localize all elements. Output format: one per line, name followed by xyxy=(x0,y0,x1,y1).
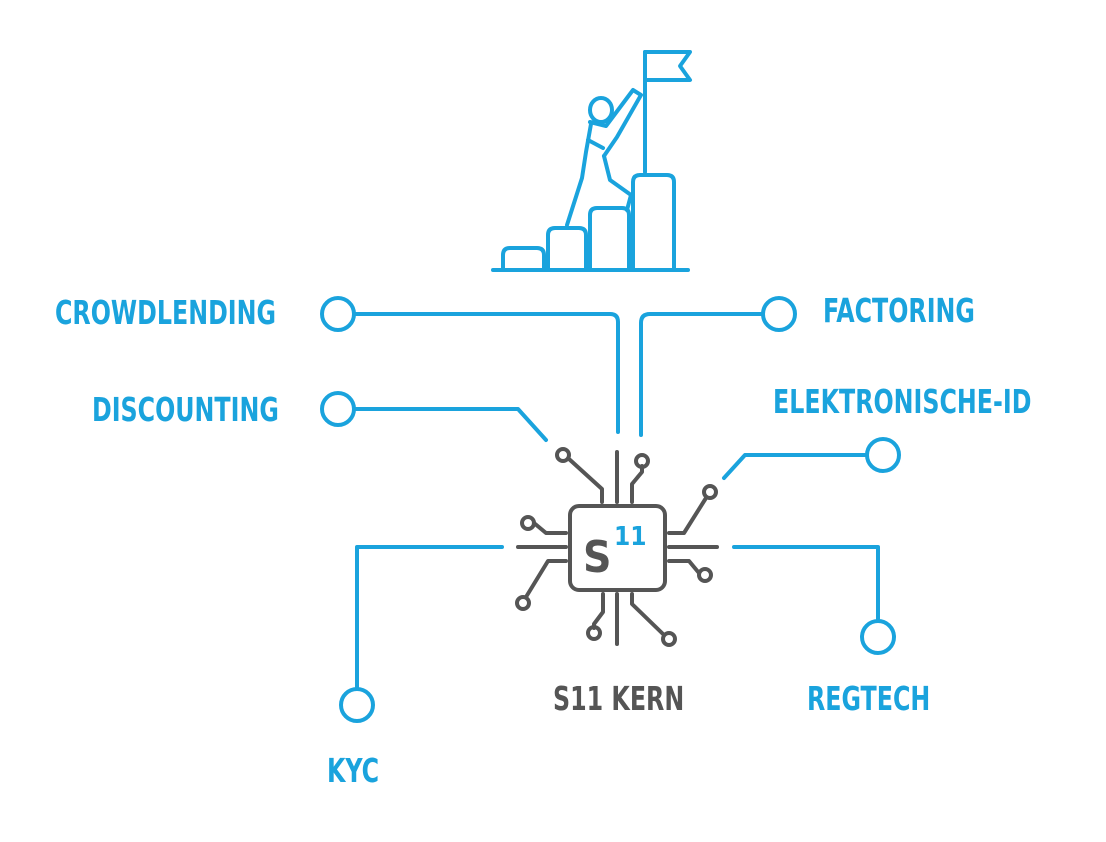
connector-lines xyxy=(353,312,880,690)
label-discounting: DISCOUNTING xyxy=(92,390,279,429)
cpu-chip-icon xyxy=(515,447,719,647)
connector-elektronische-id xyxy=(722,453,868,480)
connector-regtech xyxy=(732,545,880,622)
label-crowdlending: CROWDLENDING xyxy=(55,293,276,332)
node-factoring xyxy=(761,296,797,332)
connector-crowdlending xyxy=(353,312,620,434)
label-regtech: REGTECH xyxy=(807,679,931,718)
label-elektronische-id: ELEKTRONISCHE-ID xyxy=(773,382,1032,421)
label-core: S11 KERN xyxy=(553,679,685,718)
node-regtech xyxy=(860,619,896,655)
node-discounting xyxy=(320,391,356,427)
chip-letter: S xyxy=(583,532,612,583)
connector-kyc xyxy=(355,545,504,690)
connector-factoring xyxy=(639,312,764,437)
climber-flag-steps-icon xyxy=(491,50,692,272)
label-kyc: KYC xyxy=(327,751,380,790)
chip-superscript: 11 xyxy=(614,522,647,552)
node-crowdlending xyxy=(320,296,356,332)
node-kyc xyxy=(339,687,375,723)
label-factoring: FACTORING xyxy=(823,291,975,330)
connector-discounting xyxy=(354,407,548,442)
node-elektronische-id xyxy=(865,437,901,473)
